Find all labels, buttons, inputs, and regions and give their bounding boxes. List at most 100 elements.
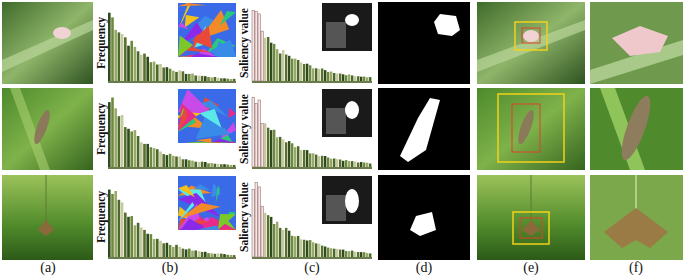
saliency-bar [354, 162, 356, 168]
saliency-bar [252, 190, 254, 257]
segment [216, 186, 221, 204]
saliency-bar [315, 155, 317, 167]
histogram-bar [118, 32, 121, 81]
histogram-bar [226, 255, 229, 257]
histogram-bar [166, 67, 169, 81]
histogram-bar [166, 243, 169, 257]
saliency-bar [303, 240, 305, 257]
saliency-bar [261, 206, 263, 257]
histogram-bar [114, 191, 117, 257]
segment [178, 5, 190, 30]
saliency-bar [330, 159, 332, 167]
saliency-bar [342, 161, 344, 167]
saliency-bar [363, 77, 365, 81]
saliency-blob [345, 14, 359, 26]
histogram-bar [226, 79, 229, 81]
histogram-bar [121, 115, 124, 167]
saliency-bar [369, 253, 371, 257]
saliency-bar [264, 213, 266, 257]
histogram-bar [127, 129, 130, 167]
histogram-bar [175, 157, 178, 168]
saliency-bar [273, 44, 275, 81]
histogram-bar [207, 163, 210, 167]
saliency-bar [267, 37, 269, 81]
segment [178, 185, 195, 197]
saliency-bar [366, 253, 368, 257]
saliency-bar [321, 69, 323, 82]
saliency-bar [258, 14, 260, 81]
saliency-bar [345, 75, 347, 81]
saliency-bar [339, 160, 341, 168]
histogram-bar [185, 249, 188, 257]
saliency-bar [369, 77, 371, 81]
saliency-map [322, 3, 372, 51]
histogram-bar [214, 254, 217, 257]
histogram-bar [124, 213, 127, 257]
saliency-bar [309, 153, 311, 167]
axis-label: Frequency [95, 17, 107, 69]
histogram-bar [124, 127, 127, 167]
histogram-bar [230, 255, 233, 257]
segment [192, 26, 212, 48]
saliency-bar [345, 160, 347, 167]
segment [178, 103, 196, 131]
saliency-bar [297, 146, 299, 167]
histogram-bar [153, 239, 156, 257]
saliency-bar [357, 76, 359, 81]
saliency-bar [360, 162, 362, 167]
saliency-bar [339, 250, 341, 257]
saliency-bar [306, 150, 308, 167]
saliency-bar [330, 248, 332, 257]
saliency-bar [327, 72, 329, 81]
segment [191, 53, 219, 57]
segment [178, 202, 194, 222]
saliency-bar [255, 104, 257, 167]
saliency-bar [324, 70, 326, 81]
histogram-bar [130, 41, 133, 81]
histogram-bar [143, 144, 146, 167]
saliency-bar [324, 156, 326, 167]
saliency-bar [288, 141, 290, 167]
histogram-bar [191, 74, 194, 81]
histogram-bar [159, 241, 162, 257]
saliency-bar [366, 163, 368, 167]
histogram-bar [159, 64, 162, 81]
saliency-bar [255, 11, 257, 81]
histogram-bar [114, 30, 117, 81]
histogram-bar [156, 149, 159, 167]
histogram-bar [146, 57, 149, 81]
saliency-bar [258, 187, 260, 257]
saliency-bar [312, 242, 314, 257]
histogram-bar [153, 148, 156, 167]
histogram-bar [223, 164, 226, 167]
segment [178, 22, 189, 29]
saliency-bar [321, 156, 323, 167]
saliency-bar [282, 139, 284, 167]
histogram-bar [140, 142, 143, 167]
histogram-bar [201, 252, 204, 257]
histogram-bar [204, 162, 207, 167]
histogram-bar [172, 247, 175, 257]
segment [208, 40, 236, 57]
histogram-bar [111, 98, 114, 168]
saliency-bar [330, 72, 332, 82]
saliency-bar [309, 65, 311, 81]
histogram-bar [140, 228, 143, 258]
saliency-bar [291, 236, 293, 257]
axis [108, 257, 236, 259]
saliency-bar [369, 164, 371, 168]
saliency-bar [309, 240, 311, 257]
histogram-bar [178, 70, 181, 81]
histogram-bar [146, 234, 149, 257]
saliency-bar [324, 247, 326, 258]
histogram-bar [150, 234, 153, 257]
segment [178, 107, 188, 132]
saliency-bar [255, 183, 257, 258]
histogram-bar [182, 249, 185, 257]
saliency-bar [342, 74, 344, 81]
histogram-bar [223, 78, 226, 81]
histogram-bar [220, 78, 223, 81]
saliency-map [322, 176, 372, 224]
histogram-bar [175, 72, 178, 81]
saliency-bar [285, 228, 287, 257]
